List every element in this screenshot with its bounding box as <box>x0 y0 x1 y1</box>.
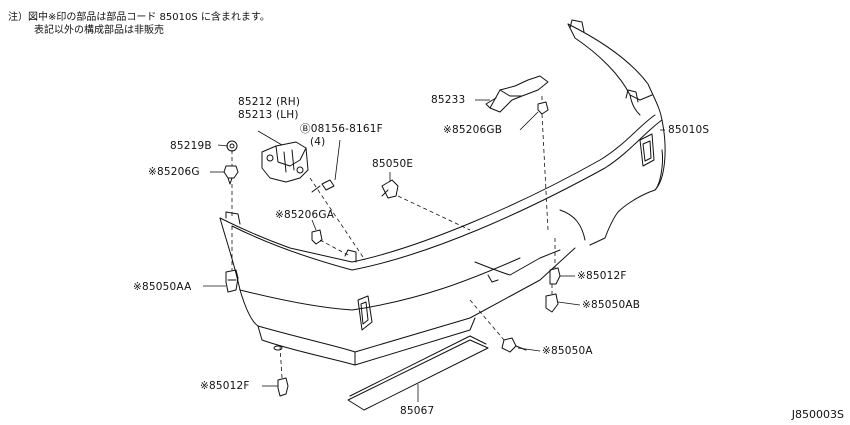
label-85012f-left: ※85012F <box>200 380 250 392</box>
clip-85050aa <box>225 269 239 293</box>
label-85010s: 85010S <box>668 124 710 136</box>
label-85206gb: ※85206GB <box>443 124 503 136</box>
label-bolt-08156: Ⓑ08156-8161F <box>300 123 383 135</box>
label-85213: 85213 (LH) <box>238 109 299 121</box>
label-bolt-qty: (4) <box>310 136 326 148</box>
label-85219b: 85219B <box>170 140 212 152</box>
bracket-85233 <box>485 75 549 113</box>
clip-85050ab <box>545 293 559 313</box>
label-85050aa: ※85050AA <box>133 281 192 293</box>
clip-85050e <box>381 179 399 199</box>
clip-85206gb <box>537 101 549 115</box>
clip-85206g <box>223 165 239 185</box>
note-line-2: 表記以外の構成部品は非販売 <box>34 25 164 36</box>
side-bracket <box>261 141 309 183</box>
screw-85050a <box>501 337 527 353</box>
rear-bumper-fascia <box>219 19 666 366</box>
clip-85219b <box>226 140 238 152</box>
bolt-08156 <box>311 179 335 193</box>
label-85012f-right: ※85012F <box>577 270 627 282</box>
diagram-code: J850003S <box>791 408 844 421</box>
label-85050e: 85050E <box>372 158 414 170</box>
clip-85012f-left <box>277 377 289 397</box>
label-85212: 85212 (RH) <box>238 96 301 108</box>
clip-85206ga <box>311 229 323 245</box>
label-85050ab: ※85050AB <box>582 299 641 311</box>
label-85233: 85233 <box>431 94 466 106</box>
clip-85012f-right <box>549 267 561 285</box>
label-85050a: ※85050A <box>542 345 593 357</box>
label-85206g: ※85206G <box>148 166 200 178</box>
label-85067: 85067 <box>400 405 435 417</box>
label-85206ga: ※85206GA <box>275 209 335 221</box>
molding-85067 <box>347 335 489 411</box>
note-line-1: 注）図中※印の部品は部品コード 85010S に含まれます。 <box>8 12 270 23</box>
